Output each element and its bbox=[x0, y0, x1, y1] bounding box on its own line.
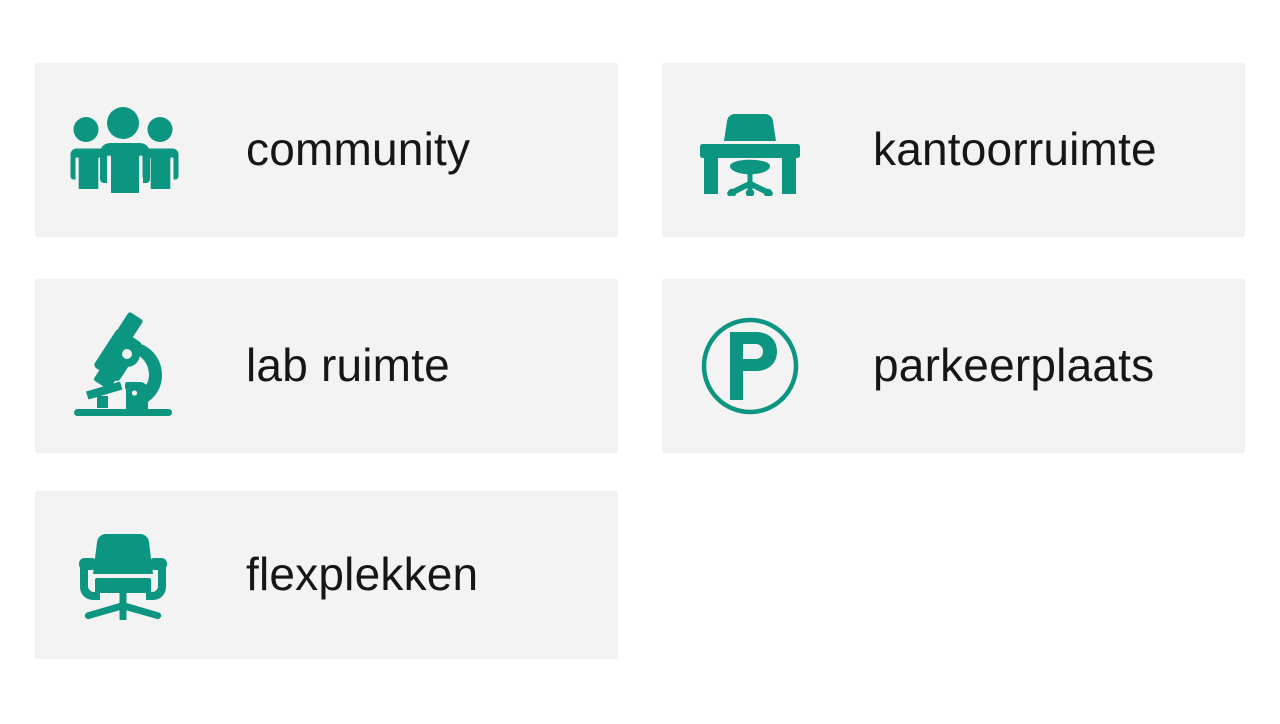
amenity-card-lab-ruimte[interactable]: lab ruimte bbox=[35, 279, 618, 453]
amenity-label-lab-ruimte: lab ruimte bbox=[246, 339, 450, 391]
amenity-card-flexplekken[interactable]: flexplekken bbox=[35, 491, 618, 659]
desk-chair-icon bbox=[662, 63, 837, 237]
amenity-label-parkeerplaats: parkeerplaats bbox=[873, 339, 1155, 391]
amenity-card-parkeerplaats[interactable]: parkeerplaats bbox=[662, 279, 1245, 453]
office-chair-icon bbox=[35, 491, 210, 659]
microscope-icon bbox=[35, 279, 210, 453]
amenity-label-community: community bbox=[246, 123, 471, 175]
people-group-icon bbox=[35, 63, 210, 237]
parking-p-circle-icon bbox=[662, 279, 837, 453]
amenity-label-flexplekken: flexplekken bbox=[246, 548, 479, 600]
amenity-label-kantoorruimte: kantoorruimte bbox=[873, 123, 1157, 175]
amenity-card-community[interactable]: community bbox=[35, 63, 618, 237]
amenity-card-kantoorruimte[interactable]: kantoorruimte bbox=[662, 63, 1245, 237]
